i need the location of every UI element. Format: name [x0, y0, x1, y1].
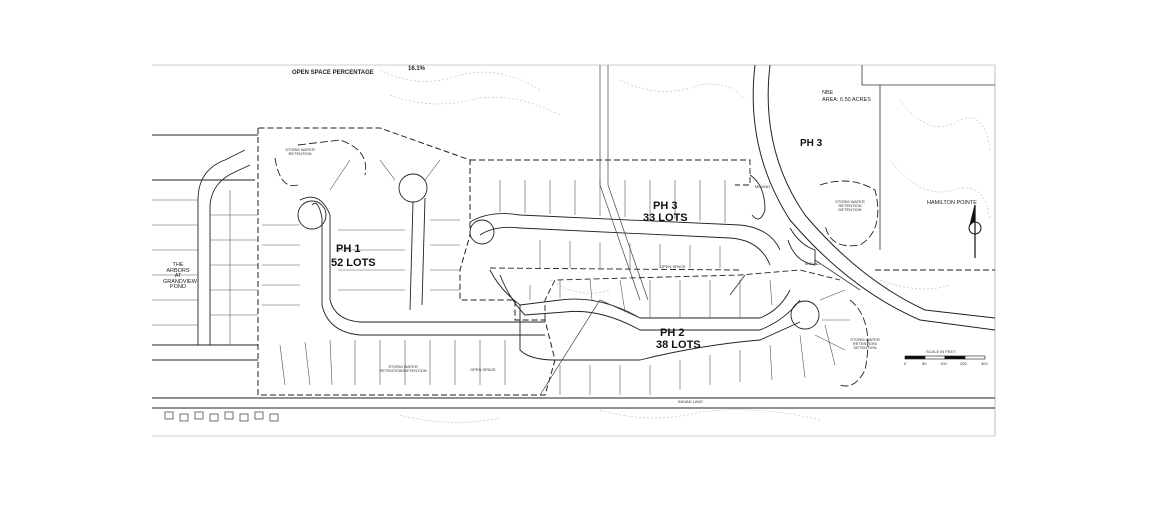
street-curve	[209, 164, 251, 345]
cul-de-sac	[297, 200, 327, 230]
mound-label: MOUND	[755, 184, 771, 189]
ph2-street	[519, 305, 801, 361]
ph1-lot-lines	[262, 159, 506, 386]
phase-3-name: PH 3	[653, 200, 678, 212]
ph2-street	[499, 274, 801, 331]
retention-pond-north	[297, 139, 367, 176]
scale-bar	[904, 355, 986, 360]
phase-1-lots: 52 LOTS	[331, 257, 376, 269]
scale-tick-50: 50	[922, 361, 927, 366]
cul-de-sac	[398, 173, 428, 203]
ph1-street	[311, 202, 545, 336]
ph2-lot-lines	[529, 279, 850, 395]
open-space-value: 16.1%	[408, 66, 426, 72]
main-road	[752, 64, 996, 331]
ph1-street	[409, 201, 414, 311]
topographic-contours	[379, 69, 991, 423]
mound-label-2: MOUND	[805, 261, 821, 266]
scale-title: SCALE IN FEET	[926, 349, 956, 354]
property-line-east	[861, 65, 881, 250]
mound	[749, 174, 766, 220]
mound	[787, 227, 816, 266]
retention-label-north: STORM WATER RETENTION	[285, 147, 315, 156]
ph1-street	[299, 196, 545, 323]
arbors-lot-lines	[152, 190, 258, 345]
retention-pond-east	[819, 180, 879, 247]
phase-2-name: PH 2	[660, 327, 685, 339]
scale-tick-200: 200	[960, 361, 967, 366]
open-space-label-south: OPEN SPACE	[470, 367, 496, 372]
retention-label-southeast: STORM WATER RETENTION/ DETENTION	[850, 337, 880, 350]
scale-tick-300: 300	[981, 361, 988, 366]
north-arrow-icon	[968, 204, 982, 258]
area-label: AREA: 6.50 ACRES	[822, 97, 871, 103]
cul-de-sac	[469, 219, 495, 245]
retention-label-east: STORM WATER RETENTION DETENTION	[835, 199, 865, 212]
indian-lake-label: INDIAN LAKE	[678, 399, 703, 404]
street-curve	[197, 149, 246, 345]
retention-label-south: STORM WATER RETENTION/DETENTION	[379, 364, 427, 373]
easement-line	[599, 65, 641, 301]
ph3-boundary	[470, 159, 751, 186]
cul-de-sac	[790, 300, 820, 330]
ph3-lot-lines	[499, 180, 726, 268]
nbe-label: NBE	[822, 90, 834, 96]
ph3-street	[469, 213, 781, 251]
phase-1-name: PH 1	[336, 243, 361, 255]
ph2-street	[489, 269, 791, 319]
phase-3-lots: 33 LOTS	[643, 212, 688, 224]
existing-houses	[164, 411, 279, 422]
phase-3-east-name: PH 3	[800, 138, 823, 149]
scale-tick-100: 100	[940, 361, 947, 366]
open-space-label: OPEN SPACE PERCENTAGE	[292, 70, 374, 76]
retention-pond-southeast	[839, 299, 869, 387]
the-arbors-label: THE ARBORS AT GRANDVIEW POND	[163, 262, 197, 290]
ph1-boundary	[257, 127, 556, 396]
open-space-label-center: OPEN SPACE	[660, 264, 686, 269]
phase-2-lots: 38 LOTS	[656, 339, 701, 351]
scale-tick-0: 0	[904, 361, 907, 366]
hamilton-pointe-label: HAMILTON POINTE	[927, 200, 977, 206]
ph1-street	[421, 197, 426, 306]
